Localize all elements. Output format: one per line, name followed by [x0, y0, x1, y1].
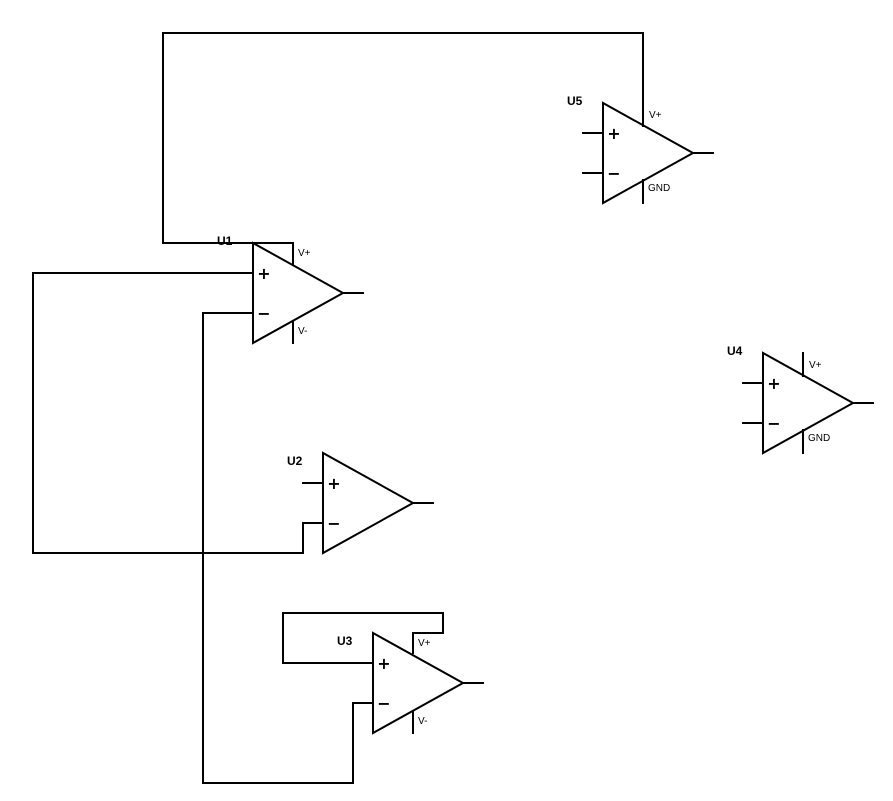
- opamp-u4[interactable]: + − U4 V+ GND: [727, 344, 874, 455]
- opamp-u3-minus-sign: −: [377, 694, 390, 713]
- opamp-u4-plus-sign: +: [767, 374, 780, 393]
- opamp-u5-label: U5: [567, 94, 583, 108]
- opamp-u1-vplus-label: V+: [298, 248, 311, 259]
- wire-u5-vplus-to-u1-vplus: [162, 32, 644, 244]
- wire-u1-minus-to-u3-minus: [202, 312, 374, 784]
- opamp-u3-plus-sign: +: [377, 654, 390, 673]
- opamp-u5-vplus-label: V+: [649, 110, 662, 121]
- opamp-u3[interactable]: + − U3 V+ V-: [337, 631, 484, 735]
- wire-u1-plus-to-u2-minus: [32, 272, 324, 554]
- opamp-u5[interactable]: + − U5 V+ GND: [567, 94, 714, 205]
- opamp-u3-vminus-label: V-: [418, 716, 427, 727]
- opamp-u1-body: [252, 241, 346, 345]
- opamp-u1-vminus-label: V-: [298, 326, 307, 337]
- opamp-u2-label: U2: [287, 454, 303, 468]
- opamp-u4-body: [762, 351, 856, 455]
- opamp-u2-plus-sign: +: [327, 474, 340, 493]
- opamp-u3-vplus-label: V+: [418, 638, 431, 649]
- opamp-u4-gnd-label: GND: [808, 433, 830, 444]
- opamp-u4-vplus-label: V+: [809, 360, 822, 371]
- wire-u3-plus-to-u3-vplus: [282, 612, 444, 664]
- opamp-u3-body: [372, 631, 466, 735]
- opamp-u2-body: [322, 451, 416, 555]
- opamp-u1-plus-sign: +: [257, 264, 270, 283]
- wires: [32, 32, 644, 784]
- opamp-u5-minus-sign: −: [607, 164, 620, 183]
- opamp-u5-gnd-label: GND: [648, 183, 670, 194]
- opamp-u4-label: U4: [727, 344, 743, 358]
- opamp-u1-minus-sign: −: [257, 304, 270, 323]
- opamp-u5-body: [602, 101, 696, 205]
- opamp-u1-label: U1: [217, 234, 233, 248]
- opamp-u5-plus-sign: +: [607, 124, 620, 143]
- opamp-u4-minus-sign: −: [767, 414, 780, 433]
- opamp-u2[interactable]: + − U2: [287, 451, 434, 555]
- opamp-u3-label: U3: [337, 634, 353, 648]
- opamp-u2-minus-sign: −: [327, 514, 340, 533]
- opamp-u1[interactable]: + − U1 V+ V-: [217, 234, 364, 345]
